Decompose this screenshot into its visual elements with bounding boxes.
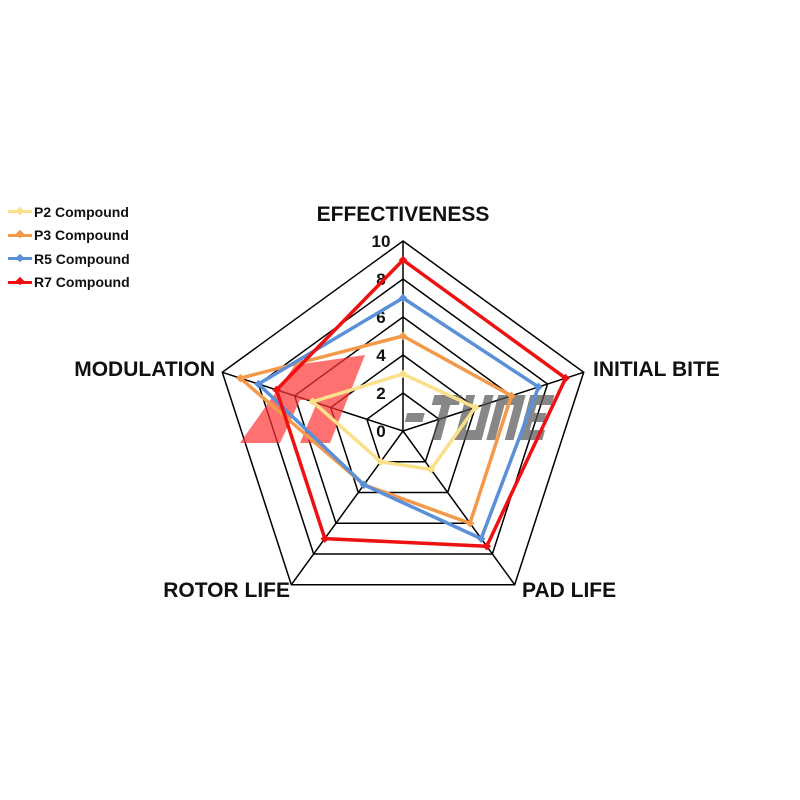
data-point <box>308 397 317 406</box>
axis-spoke <box>402 371 584 432</box>
legend-swatch-icon <box>8 233 32 237</box>
axis-label-modulation: MODULATION <box>74 358 215 381</box>
tick-label: 4 <box>376 346 386 365</box>
data-point <box>426 465 436 474</box>
axis-label-rotor-life: ROTOR LIFE <box>163 579 290 602</box>
data-point <box>534 382 543 392</box>
legend-item: R5 Compound <box>8 247 130 271</box>
data-point <box>471 403 480 412</box>
series-line <box>310 372 478 472</box>
tick-label: 2 <box>376 384 385 403</box>
axis-label-pad-life: PAD LIFE <box>522 579 616 602</box>
tick-label: 6 <box>376 308 385 327</box>
data-point <box>482 542 492 551</box>
legend-swatch-icon <box>8 210 32 214</box>
legend-item: P2 Compound <box>8 200 130 224</box>
tick-label: 0 <box>376 422 385 441</box>
axis-spoke <box>402 430 516 586</box>
axis-label-initial-bite: INITIAL BITE <box>593 358 720 381</box>
legend-label: R5 Compound <box>34 250 130 267</box>
grid-ring <box>365 392 441 463</box>
data-point <box>465 518 475 528</box>
data-point <box>561 373 570 383</box>
series-line <box>274 258 568 549</box>
series-r7-compound <box>272 255 570 551</box>
data-point <box>376 457 385 466</box>
legend-item: R7 Compound <box>8 271 130 295</box>
data-point <box>320 534 330 543</box>
legend: P2 Compound P3 Compound R5 Compound R7 Comp… <box>8 200 130 294</box>
data-point <box>398 369 408 379</box>
data-point <box>359 480 369 490</box>
data-point <box>398 293 408 303</box>
series-p2-compound <box>308 369 480 474</box>
tick-label: 8 <box>376 270 385 289</box>
legend-label: P2 Compound <box>34 203 129 220</box>
legend-swatch-icon <box>8 280 32 284</box>
legend-swatch-icon <box>8 257 32 261</box>
axis-label-effectiveness: EFFECTIVENESS <box>317 203 490 226</box>
data-point <box>236 373 245 383</box>
radial-tick-labels: 0 2 4 6 8 10 <box>372 232 391 441</box>
data-point <box>398 255 408 265</box>
series-p3-compound <box>236 331 516 528</box>
data-point <box>398 331 408 341</box>
legend-label: R7 Compound <box>34 274 130 291</box>
series-group <box>236 255 570 551</box>
tick-label: 10 <box>372 232 391 251</box>
grid-ring <box>221 240 585 586</box>
legend-label: P3 Compound <box>34 227 129 244</box>
axis-labels: EFFECTIVENESS INITIAL BITE PAD LIFE ROTOR L… <box>74 203 720 602</box>
logo-dash-shape <box>404 413 425 422</box>
legend-item: P3 Compound <box>8 224 130 248</box>
data-point <box>476 534 486 543</box>
series-line <box>256 296 541 541</box>
series-line <box>238 334 514 525</box>
data-point <box>272 385 281 395</box>
series-r5-compound <box>254 293 543 543</box>
data-point <box>507 391 516 401</box>
axis-spoke <box>290 430 404 586</box>
